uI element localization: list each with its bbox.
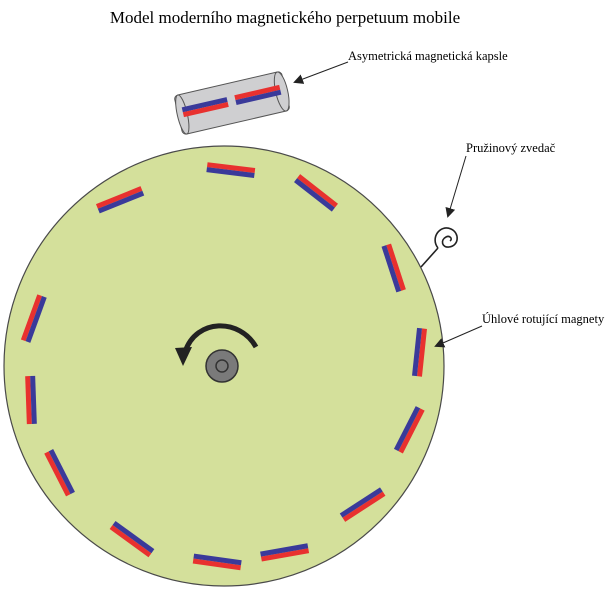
rim-magnet — [25, 375, 37, 425]
rim-magnet — [339, 487, 386, 522]
label-spring-lifter: Pružinový zvedač — [466, 141, 556, 155]
rim-magnet — [109, 520, 155, 558]
rim-magnets — [20, 162, 427, 571]
asymmetric-magnetic-capsule — [174, 71, 290, 135]
rim-magnet — [260, 543, 310, 562]
rim-magnet — [294, 174, 338, 212]
rim-magnet — [393, 406, 425, 454]
rim-magnet — [381, 243, 406, 293]
capsule-leader — [293, 61, 349, 84]
rim-magnet — [412, 327, 427, 377]
rotation-arrow-icon — [175, 323, 259, 366]
spring-leader — [445, 155, 467, 218]
rim-magnet — [206, 162, 256, 178]
diagram-title: Model moderního magnetického perpetuum m… — [109, 8, 461, 27]
label-capsule: Asymetrická magnetická kapsle — [348, 49, 508, 63]
rim-magnet — [192, 553, 242, 571]
rim-magnet — [44, 449, 75, 497]
rim-magnet — [20, 294, 47, 343]
wheel-hub — [205, 349, 239, 383]
label-rotating-magnets: Úhlové rotující magnety — [482, 312, 605, 326]
rim-magnet — [95, 186, 145, 214]
magnets-leader — [434, 325, 483, 348]
spring-coil-icon — [420, 227, 458, 268]
